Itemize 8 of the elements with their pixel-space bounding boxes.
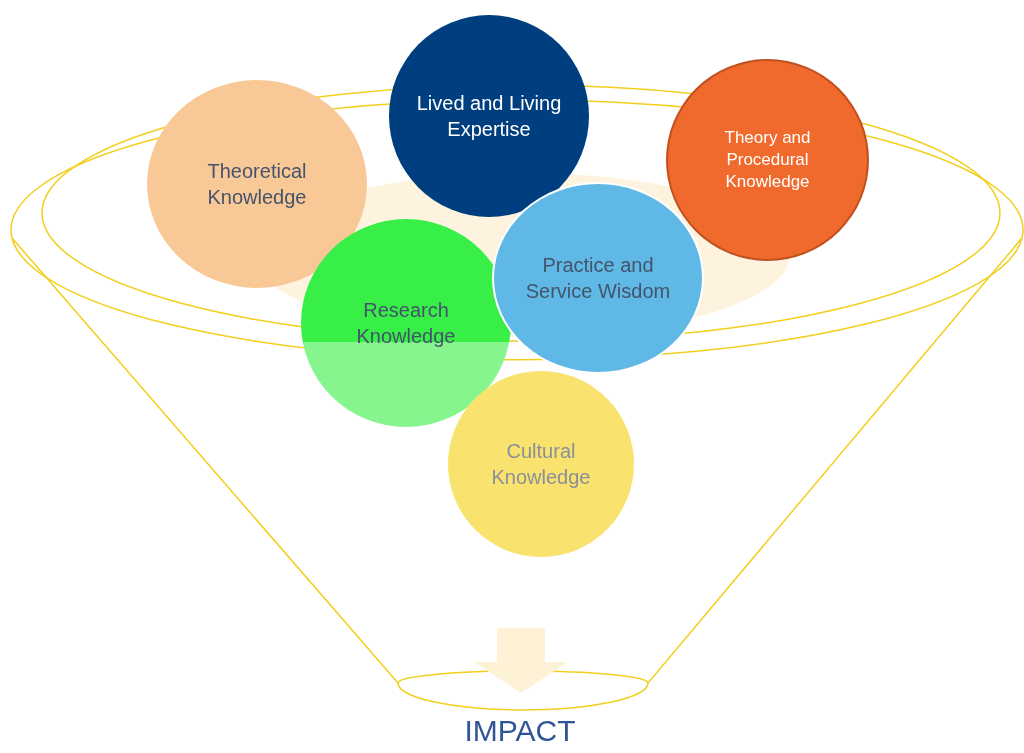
circle-label: Cultural Knowledge — [490, 439, 592, 490]
circle-label: Theoretical Knowledge — [206, 159, 308, 210]
circle-label: Research Knowledge — [355, 298, 457, 349]
block-arrow — [474, 628, 568, 693]
circle-label: Theory and Procedural Knowledge — [723, 126, 812, 194]
circle-label: Practice and Service Wisdom — [524, 253, 672, 304]
impact-label: IMPACT — [464, 713, 576, 749]
circle-label: Lived and Living Expertise — [415, 91, 563, 142]
